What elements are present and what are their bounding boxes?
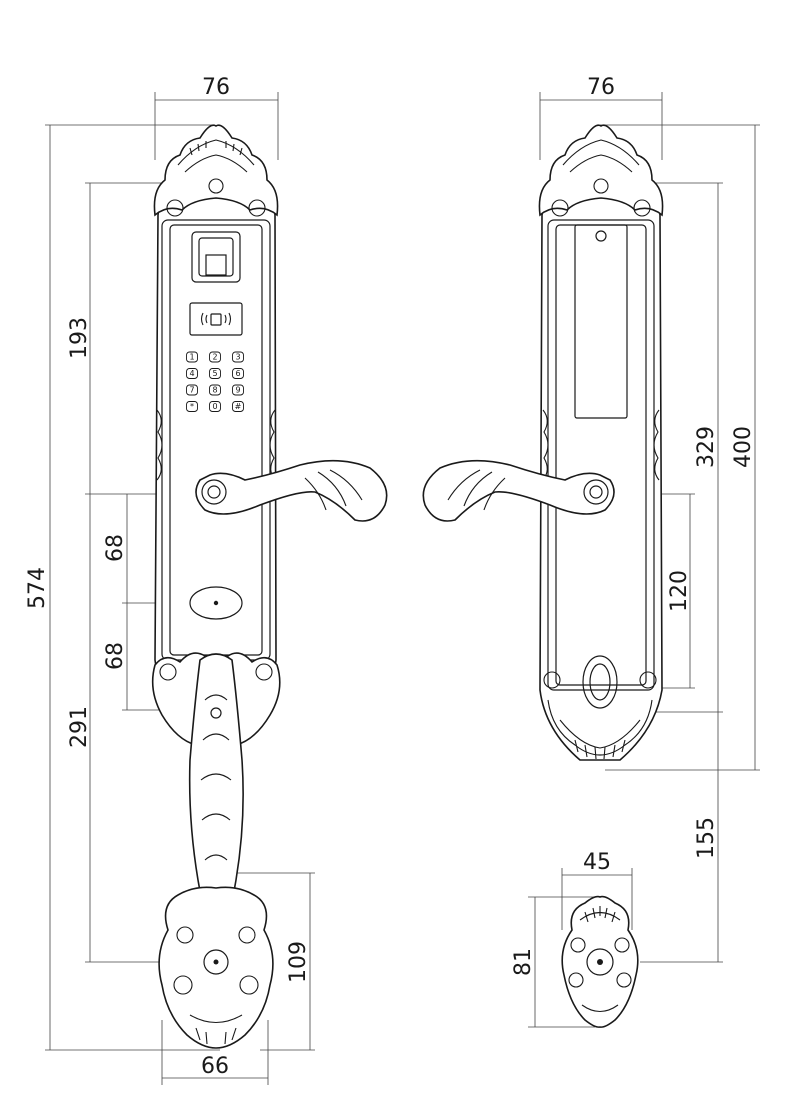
front-top-crest [153,124,279,217]
keypad-key [186,368,198,379]
keypad-key [186,351,198,363]
keypad-key-label: 6 [235,369,240,378]
keypad-key [232,368,244,379]
keypad-key [232,384,244,396]
dimension-labels: 76 76 574 193 68 68 291 109 66 329 400 1… [25,75,756,1079]
dim-back-upper: 329 [694,426,719,468]
keypad-key-label: 0 [212,402,217,411]
keypad-key [232,351,244,363]
rosette [561,895,639,1028]
keypad-key [232,401,244,412]
keypad: 1 2 3 4 5 6 7 8 9 * 0 # [186,351,244,412]
dim-front-gap-lower: 68 [103,642,128,670]
front-key-cylinder [189,586,243,620]
back-lock [422,124,664,761]
keypad-key-label: 9 [235,386,240,395]
battery-cover [574,224,628,419]
dim-front-upper: 193 [67,317,92,359]
dim-front-lower: 291 [67,706,92,748]
keypad-key [186,401,198,412]
keypad-key-label: 7 [189,386,194,395]
back-top-crest [538,124,664,217]
keypad-key-label: 2 [212,353,217,362]
keypad-key-label: 4 [189,369,194,378]
keypad-key-label: 3 [235,353,240,362]
thumb-turn [582,655,618,709]
front-lock: 1 2 3 4 5 6 7 8 9 * 0 # [151,124,388,1049]
front-base-ornament [158,886,274,1049]
keypad-key [209,351,221,363]
keypad-key [209,401,221,412]
keypad-key-label: # [235,402,242,411]
keypad-key-label: 8 [212,386,217,395]
keypad-key-label: 1 [189,353,194,362]
dim-back-total: 400 [731,426,756,468]
dim-back-rosette: 155 [694,817,719,859]
dim-front-width: 76 [202,75,230,100]
card-reader-panel [189,302,243,336]
fingerprint-reader [191,231,241,283]
keypad-key-label: 5 [212,369,217,378]
dim-rosette-height: 81 [511,948,536,976]
dimension-lines [45,92,760,1085]
dim-rosette-width: 45 [583,850,611,875]
dim-front-total: 574 [25,567,50,609]
keypad-key [209,384,221,396]
dim-front-grip: 109 [286,941,311,983]
keypad-key [209,368,221,379]
dim-back-width: 76 [587,75,615,100]
dim-back-handle-key: 120 [667,570,692,612]
front-grip-shaft [188,653,244,926]
front-plate [154,189,277,721]
keypad-key [186,384,198,396]
dim-front-base-width: 66 [201,1054,229,1079]
dim-front-gap-upper: 68 [103,534,128,562]
keypad-key-label: * [190,402,194,411]
